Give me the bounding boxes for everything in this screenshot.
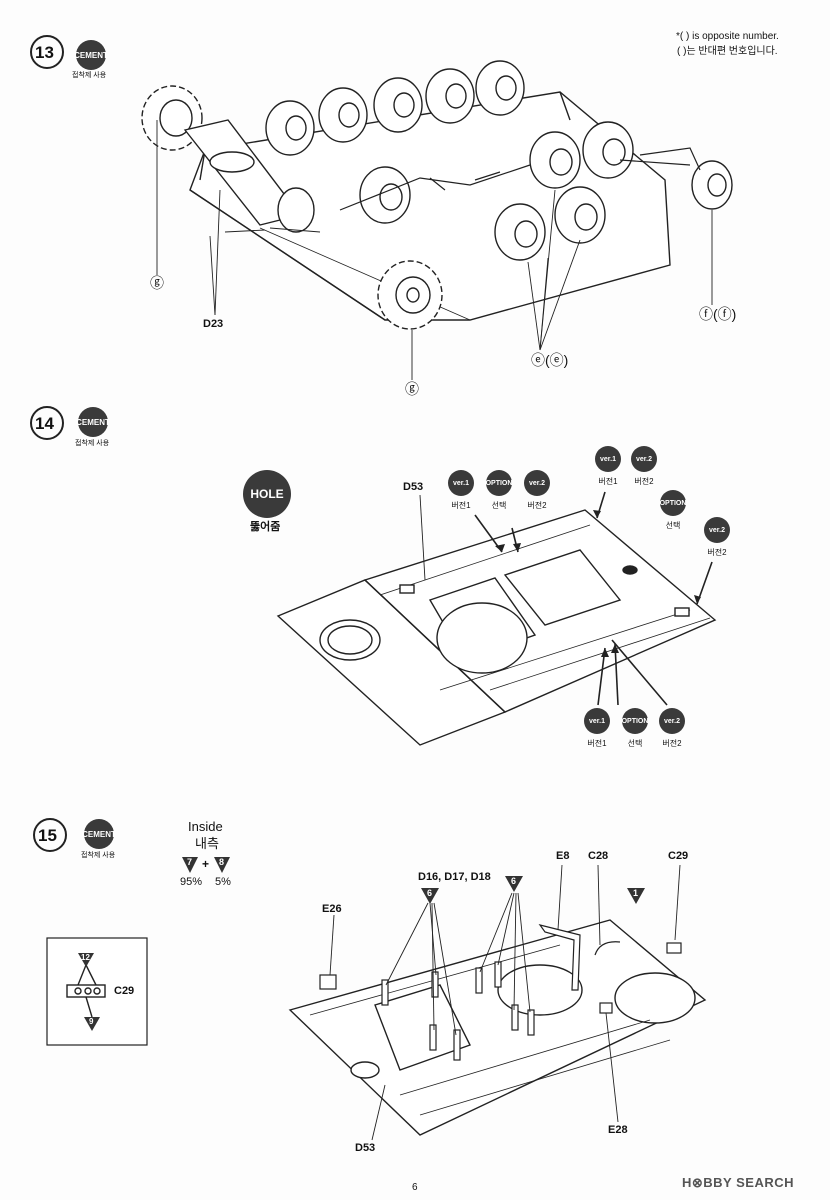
step-13-number: 13 [35, 43, 54, 62]
step-13-cement-badge: CEMENT [74, 40, 108, 70]
bottom-ver1-badge: ver.1 [584, 708, 610, 734]
step-13-cement-caption: 접착제 사용 [72, 72, 107, 79]
paint-pct-a: 95% [180, 876, 203, 888]
leader-lines-15 [329, 864, 681, 1141]
paint-8-number: 8 [219, 857, 225, 867]
step-15-number: 15 [38, 826, 57, 845]
top-option-caption: 선택 [491, 501, 507, 510]
six-a-triangle [421, 888, 439, 904]
paint-plus: + [202, 857, 210, 871]
bottom-option-badge: OPTION [622, 708, 648, 734]
plate-d53-drawing [276, 509, 717, 746]
right-option-caption: 선택 [665, 521, 681, 530]
topright-ver1-caption: 버전1 [598, 477, 618, 486]
paint-title-en: Inside [188, 819, 223, 834]
label-d53-top: D53 [403, 481, 424, 493]
label-g-left: ⓖ [150, 275, 164, 291]
opposite-note-kr: ( )는 반대편 번호입니다. [677, 46, 778, 57]
paint-pct-b: 5% [215, 876, 231, 888]
inset-bottom-number: 9 [89, 1017, 94, 1026]
bottom-ver2-caption: 버전2 [662, 739, 682, 748]
top-ver2-caption: 버전2 [527, 501, 547, 510]
bottom-ver2-badge: ver.2 [659, 708, 685, 734]
parts-15 [319, 924, 682, 1061]
top-option-badge: OPTION [486, 470, 512, 496]
paint-7-number: 7 [187, 857, 193, 867]
step-14-number: 14 [35, 414, 54, 433]
label-c28: C28 [588, 850, 609, 862]
label-d16-d17-d18: D16, D17, D18 [418, 871, 491, 883]
step-14-cement-badge: CEMENT [76, 407, 110, 437]
one-triangle [627, 888, 645, 904]
six-a-number: 6 [427, 888, 433, 898]
right-option-badge: OPTION [660, 490, 686, 516]
road-wheels-top [265, 60, 525, 156]
label-e8: E8 [556, 850, 570, 862]
hole-badge: HOLE [243, 470, 291, 518]
right-ver2-badge: ver.2 [704, 517, 730, 543]
axle-tube [183, 119, 315, 233]
right-ver2-caption: 버전2 [707, 548, 727, 557]
step-14-cement-caption: 접착제 사용 [75, 440, 110, 447]
topright-ver1-badge: ver.1 [595, 446, 621, 472]
road-wheels-front [359, 121, 733, 261]
one-number: 1 [633, 888, 639, 898]
top-ver1-badge: ver.1 [448, 470, 474, 496]
label-d53-bottom: D53 [355, 1142, 376, 1154]
inset-bottom-triangle [84, 1017, 100, 1031]
top-ver1-caption: 버전1 [451, 501, 471, 510]
leader-lines-13 [156, 120, 713, 380]
topright-ver2-caption: 버전2 [634, 477, 654, 486]
step-15-cement-badge: CEMENT [82, 819, 116, 849]
inset-part-c29: C29 [114, 985, 135, 997]
label-g-bottom: ⓖ [405, 381, 419, 397]
label-e-e: ⓔ(ⓔ) [531, 352, 569, 368]
step-15-cement-caption: 접착제 사용 [81, 852, 116, 859]
bottom-ver1-caption: 버전1 [587, 739, 607, 748]
label-d23: D23 [203, 318, 224, 330]
paint-title-kr: 내측 [195, 836, 219, 851]
label-e28: E28 [608, 1124, 628, 1136]
plate-d53-lower-drawing [288, 919, 707, 1136]
suspension-arms [339, 147, 701, 211]
paint-8-triangle [214, 857, 230, 873]
top-ver2-badge: ver.2 [524, 470, 550, 496]
bottom-option-caption: 선택 [627, 739, 643, 748]
hole-caption: 뚫어줌 [250, 521, 281, 533]
label-f-f: ⓕ(ⓕ) [699, 306, 737, 322]
page-number: 6 [412, 1182, 418, 1193]
arrowheads-14 [495, 510, 701, 657]
inset-top-triangle [78, 953, 94, 967]
inset-top-number: 12 [81, 953, 90, 962]
label-e26: E26 [322, 903, 342, 915]
inset-box [46, 937, 148, 1046]
watermark-logo: H⊗BBY SEARCH [682, 1175, 794, 1190]
label-c29: C29 [668, 850, 689, 862]
six-b-triangle [505, 876, 523, 892]
paint-7-triangle [182, 857, 198, 873]
opposite-note-en: *( ) is opposite number. [676, 31, 779, 42]
six-b-number: 6 [511, 876, 517, 886]
topright-ver2-badge: ver.2 [631, 446, 657, 472]
